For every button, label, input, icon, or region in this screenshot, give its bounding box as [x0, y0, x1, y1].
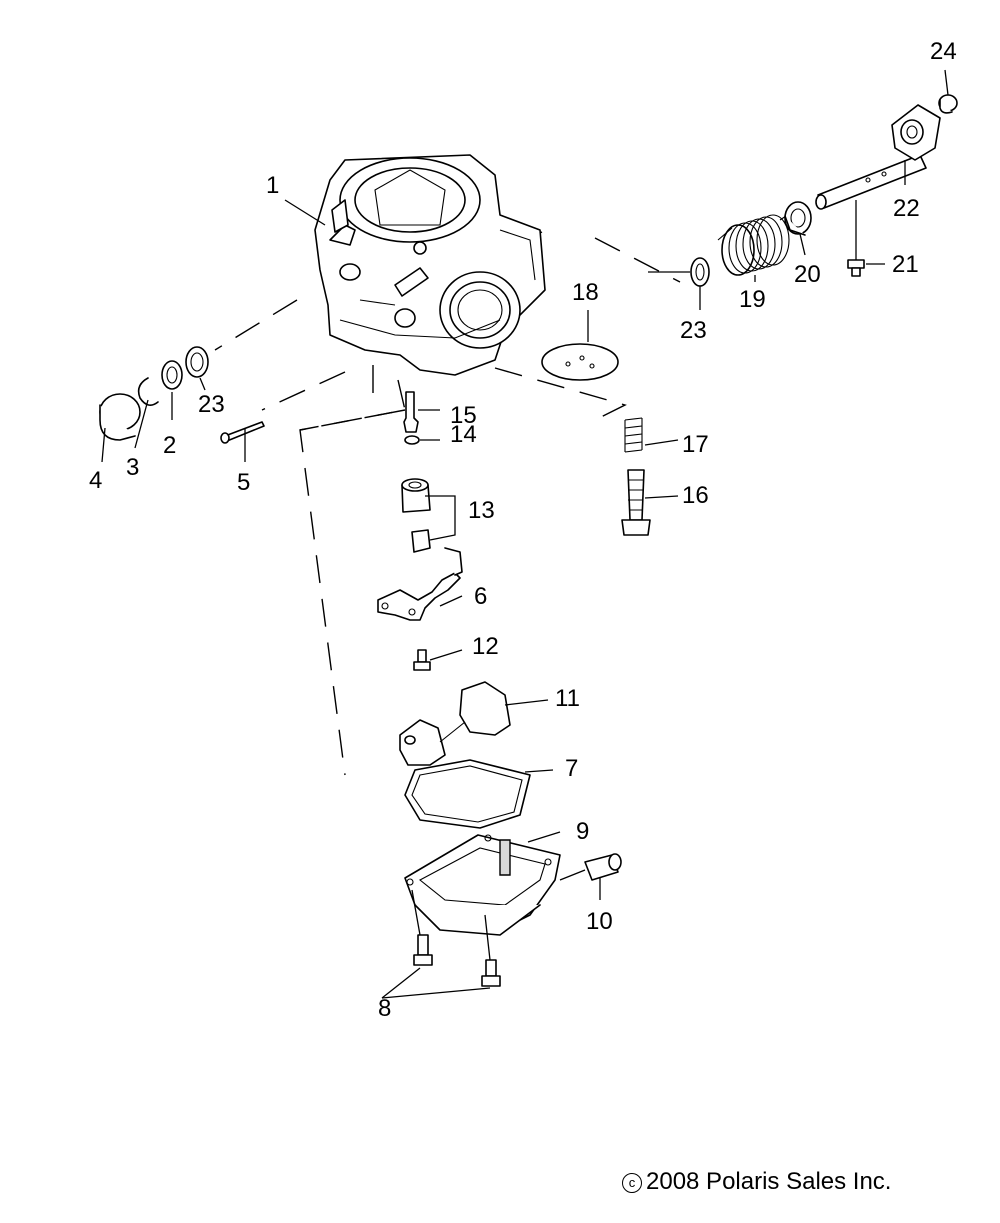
callout-15: 15	[450, 402, 477, 429]
part-21-screw	[847, 259, 865, 277]
part-14-oring	[404, 435, 420, 445]
callout-23-right: 23	[680, 317, 707, 344]
part-23-seal-right	[690, 257, 710, 287]
part-7-gasket	[404, 759, 531, 829]
callout-22: 22	[893, 195, 920, 222]
callout-14: 14	[450, 421, 477, 448]
part-2-washer	[161, 360, 183, 390]
callout-20: 20	[794, 261, 821, 288]
callout-23-left: 23	[198, 391, 225, 418]
part-10-drain-screw	[584, 853, 622, 881]
callout-9: 9	[576, 818, 589, 845]
callout-16: 16	[682, 482, 709, 509]
part-22-throttle-shaft	[815, 104, 941, 210]
part-20-bushing	[784, 201, 812, 236]
part-18-disc	[541, 343, 619, 381]
part-24-cap	[938, 94, 958, 114]
copyright-text: 2008 Polaris Sales Inc.	[646, 1168, 892, 1195]
part-15-jet	[403, 391, 419, 433]
callout-17: 17	[682, 431, 709, 458]
callout-8: 8	[378, 995, 391, 1022]
left-parts	[99, 346, 209, 441]
callout-12: 12	[472, 633, 499, 660]
carburetor-body	[314, 154, 546, 376]
leader-lines	[101, 69, 949, 999]
callout-13: 13	[468, 497, 495, 524]
part-9-float-bowl	[404, 834, 561, 936]
callout-2: 2	[163, 432, 176, 459]
part-8-screws	[413, 934, 501, 987]
part-17-spring	[624, 417, 643, 453]
jet-and-oring	[403, 391, 420, 445]
callout-4: 4	[89, 467, 102, 494]
callout-1: 1	[266, 172, 279, 199]
part-6-bracket	[377, 547, 463, 621]
callout-5: 5	[237, 469, 250, 496]
part-11-float	[399, 681, 511, 766]
callout-6: 6	[474, 583, 487, 610]
copyright-symbol: c	[622, 1173, 642, 1193]
callout-7: 7	[565, 755, 578, 782]
part-3-clip	[137, 377, 159, 406]
callout-18: 18	[572, 279, 599, 306]
part-23-seal-left	[185, 346, 209, 378]
callout-19: 19	[739, 286, 766, 313]
assembly-dashed-lines	[214, 231, 681, 776]
callout-24: 24	[930, 38, 957, 65]
part-13-needle-valve	[401, 478, 431, 553]
callout-10: 10	[586, 908, 613, 935]
part-16-screw	[621, 469, 651, 536]
callout-labels: 1 2 3 4 5 6 7 8 9 10 11 12 13 14 15 16 1…	[89, 38, 957, 1022]
callout-11: 11	[555, 685, 580, 712]
part-12-screw	[413, 649, 431, 671]
part-5-rod	[220, 421, 265, 444]
callout-3: 3	[126, 454, 139, 481]
callout-21: 21	[892, 251, 919, 278]
part-19-spring	[717, 211, 793, 276]
